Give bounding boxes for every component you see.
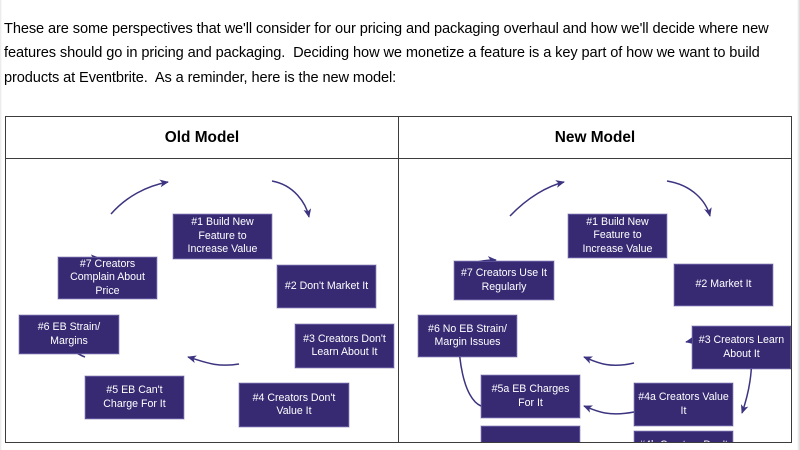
node-old-6-label: #6 EB Strain/ Margins: [37, 321, 101, 347]
node-new-5b-label: #5b EB Deletes It: [485, 441, 576, 442]
node-new-4a-label: #4a Creators Value It: [638, 391, 729, 417]
table-column-divider: [398, 117, 400, 442]
node-new-4b-label: #4b Creators Don't Value It: [638, 439, 729, 442]
node-old-5[interactable]: #5 EB Can't Charge For It: [85, 376, 184, 419]
node-new-5b[interactable]: #5b EB Deletes It: [481, 426, 580, 442]
node-new-4b[interactable]: #4b Creators Don't Value It: [634, 431, 733, 442]
node-new-4a[interactable]: #4a Creators Value It: [634, 383, 733, 426]
node-new-6-label: #6 No EB Strain/ Margin Issues: [428, 322, 507, 348]
node-new-1-label: #1 Build New Feature to Increase Value: [582, 215, 653, 255]
node-old-3-label: #3 Creators Don't Learn About It: [303, 332, 386, 358]
model-comparison-table: Old Model New Model #1 Build New Feature…: [5, 116, 792, 443]
node-new-6[interactable]: #6 No EB Strain/ Margin Issues: [418, 315, 517, 357]
intro-paragraph: These are some perspectives that we'll c…: [4, 20, 773, 86]
node-old-7[interactable]: #7 Creators Complain About Price: [58, 257, 157, 299]
node-new-2[interactable]: #2 Market It: [674, 264, 773, 306]
new-model-diagram-panel: #1 Build New Feature to Increase Value #…: [400, 159, 791, 442]
page-right-edge-shadow: [797, 0, 800, 450]
table-header-old-model: Old Model: [164, 129, 240, 146]
node-old-2[interactable]: #2 Don't Market It: [277, 265, 376, 308]
table-header-new-model: New Model: [554, 129, 636, 146]
node-new-3[interactable]: #3 Creators Learn About It: [692, 326, 791, 369]
old-model-diagram-panel: #1 Build New Feature to Increase Value #…: [6, 159, 398, 442]
node-new-7[interactable]: #7 Creators Use It Regularly: [454, 261, 554, 300]
node-old-1[interactable]: #1 Build New Feature to Increase Value: [173, 214, 272, 259]
node-old-5-label: #5 EB Can't Charge For It: [103, 384, 166, 410]
node-new-1[interactable]: #1 Build New Feature to Increase Value: [568, 214, 667, 258]
node-new-3-label: #3 Creators Learn About It: [698, 334, 785, 360]
node-new-5a-label: #5a EB Charges For It: [491, 383, 570, 409]
node-new-2-label: #2 Market It: [695, 278, 752, 291]
node-old-4-label: #4 Creators Don't Value It: [252, 391, 336, 417]
node-old-7-label: #7 Creators Complain About Price: [70, 257, 145, 297]
node-old-6[interactable]: #6 EB Strain/ Margins: [19, 315, 119, 354]
node-old-2-label: #2 Don't Market It: [284, 279, 369, 292]
page-left-edge-shadow: [0, 0, 2, 450]
node-new-7-label: #7 Creators Use It Regularly: [461, 267, 547, 293]
node-old-1-label: #1 Build New Feature to Increase Value: [187, 216, 258, 256]
node-old-3[interactable]: #3 Creators Don't Learn About It: [295, 324, 394, 368]
node-old-4[interactable]: #4 Creators Don't Value It: [239, 383, 349, 427]
node-new-5a[interactable]: #5a EB Charges For It: [481, 375, 580, 418]
